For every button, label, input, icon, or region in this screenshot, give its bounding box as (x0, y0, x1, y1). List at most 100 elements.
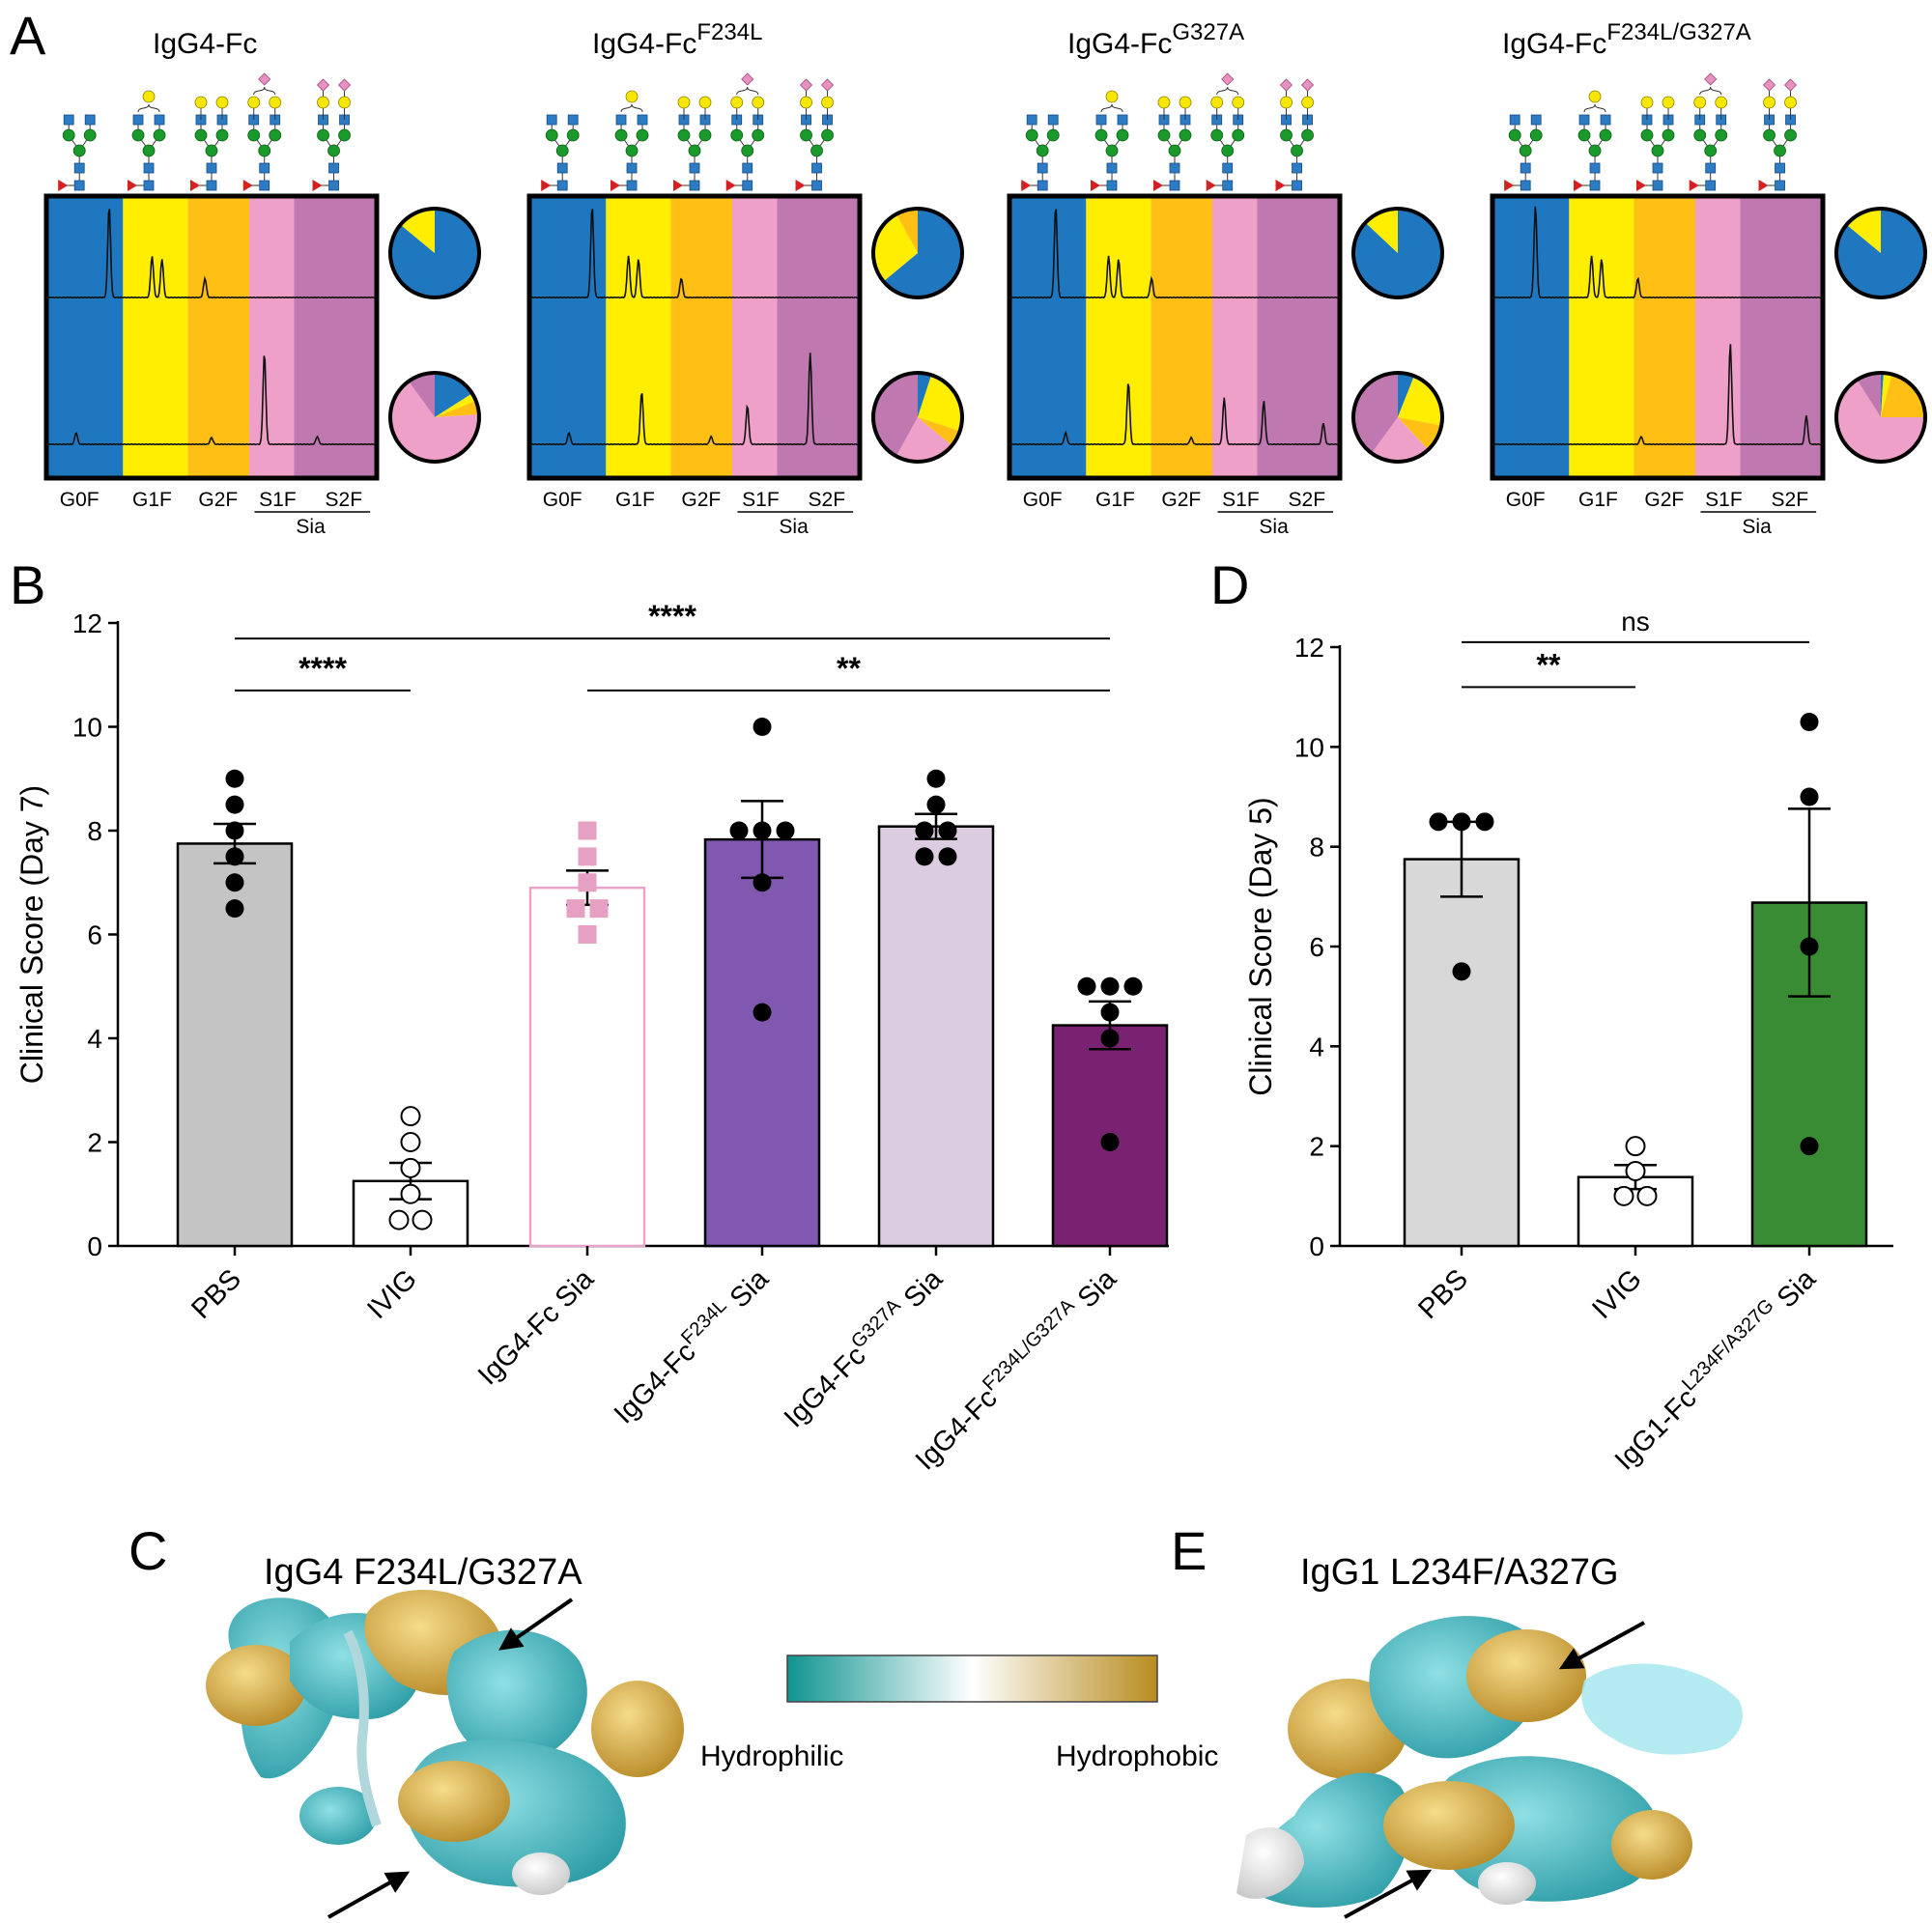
mannose-circle (1210, 128, 1224, 142)
pie-bottom (1351, 371, 1444, 464)
panel-c-structure: IgG4 F234L/G327A (206, 1552, 684, 1919)
data-point (938, 847, 957, 866)
mannose-circle (1232, 128, 1245, 142)
y-tick-label: 0 (87, 1231, 102, 1261)
mannose-circle (1221, 144, 1235, 157)
glycan-label-s1f: S1F (1705, 489, 1743, 511)
glycan-label-g1f: G1F (1095, 489, 1135, 511)
glcnac-square (1705, 180, 1717, 191)
pie-outline (871, 371, 964, 464)
y-tick-label: 2 (1309, 1132, 1324, 1162)
mannose-circle (1529, 128, 1543, 142)
glcnac-square (1037, 180, 1048, 191)
pie-slice (390, 381, 479, 462)
galactose-circle (698, 96, 712, 109)
data-point (412, 1209, 433, 1230)
pie-outline (388, 371, 481, 464)
glycan-g1f (611, 90, 649, 191)
data-point (1636, 1185, 1658, 1206)
mannose-circle (1508, 128, 1521, 142)
panel-c-title: IgG4 F234L/G327A (264, 1552, 582, 1593)
glycan-region-g0f (46, 196, 124, 478)
glcnac-square (1222, 162, 1234, 174)
chromatogram-frame (1490, 193, 1826, 481)
chromatogram-bottom (45, 355, 378, 446)
mannose-circle (1651, 144, 1664, 157)
mannose-circle (730, 128, 744, 142)
mannose-circle (317, 128, 329, 142)
ambiguity-bracket (1699, 86, 1722, 96)
legend-hydrophobic: Hydrophobic (1056, 1740, 1218, 1772)
glycan-g1f (1091, 90, 1129, 191)
sialic-acid-diamond (820, 78, 835, 92)
mannose-circle (1519, 144, 1532, 157)
glycan-g0f (58, 114, 97, 191)
glycan-g0f (541, 114, 580, 191)
glycan-s2f (795, 78, 835, 191)
glcnac-square (1600, 114, 1611, 126)
data-point (1077, 976, 1096, 996)
data-point (1429, 812, 1448, 832)
chromatogram-top (1492, 206, 1824, 299)
glcnac-square (1026, 114, 1037, 126)
category-label: IVIG (361, 1263, 423, 1325)
mannose-circle (752, 128, 765, 142)
pie-slice (895, 209, 918, 253)
glycan-region-g1f (606, 196, 671, 478)
glcnac-square (1775, 180, 1785, 191)
panel-e-structure: IgG1 L234F/A327G (1236, 1552, 1743, 1919)
data-point (1100, 976, 1120, 996)
significance-label: **** (298, 651, 347, 686)
glcnac-square (742, 162, 753, 174)
glcnac-square (615, 114, 627, 126)
glycan-s1f (1206, 72, 1245, 191)
glcnac-square (626, 162, 638, 174)
glycan-region-s1f (248, 196, 295, 478)
glcnac-square (73, 162, 85, 174)
galactose-circle (1210, 96, 1224, 109)
data-point (578, 873, 597, 892)
sia-label: Sia (779, 516, 809, 538)
glcnac-square (259, 162, 270, 174)
fucose-triangle (312, 180, 323, 191)
glcnac-square (84, 114, 96, 126)
sialic-acid-diamond (1762, 78, 1776, 92)
galactose-circle (1693, 96, 1707, 109)
y-axis-label: Clinical Score (Day 7) (14, 785, 49, 1084)
glcnac-square (63, 114, 74, 126)
glycan-label-g1f: G1F (615, 489, 655, 511)
fucose-triangle (1689, 180, 1699, 191)
category-sup: G327A (847, 1294, 905, 1352)
pie-slice (873, 213, 918, 282)
pie-slice (435, 393, 476, 417)
galactose-circle (1588, 90, 1602, 103)
galactose-circle (1232, 96, 1245, 109)
pie-bottom (388, 371, 481, 464)
fucose-triangle (611, 180, 621, 191)
glycan-label-g2f: G2F (1161, 489, 1201, 511)
mannose-circle (1025, 128, 1038, 142)
y-tick-label: 2 (87, 1128, 102, 1158)
glcnac-square (143, 162, 155, 174)
galactose-circle (317, 96, 329, 109)
data-point (776, 821, 795, 840)
sialic-acid-diamond (258, 72, 271, 86)
pie-slice (1398, 417, 1442, 450)
mannose-circle (83, 128, 97, 142)
mannose-circle (545, 128, 558, 142)
galactose-circle (215, 96, 229, 109)
mannose-circle (269, 128, 282, 142)
panel-title: IgG4-FcG327A (1067, 19, 1244, 60)
galactose-circle (1763, 96, 1776, 109)
glycan-g1f (1574, 90, 1612, 191)
galactose-circle (1784, 96, 1797, 109)
panel-title: IgG4-FcF234L/G327A (1502, 19, 1751, 60)
category-sup: L234F/A327G (1678, 1295, 1778, 1396)
glcnac-square (1222, 180, 1234, 191)
glcnac-square (1169, 180, 1180, 191)
data-point (225, 795, 244, 814)
fucose-triangle (541, 180, 552, 191)
data-point (1613, 1185, 1634, 1206)
